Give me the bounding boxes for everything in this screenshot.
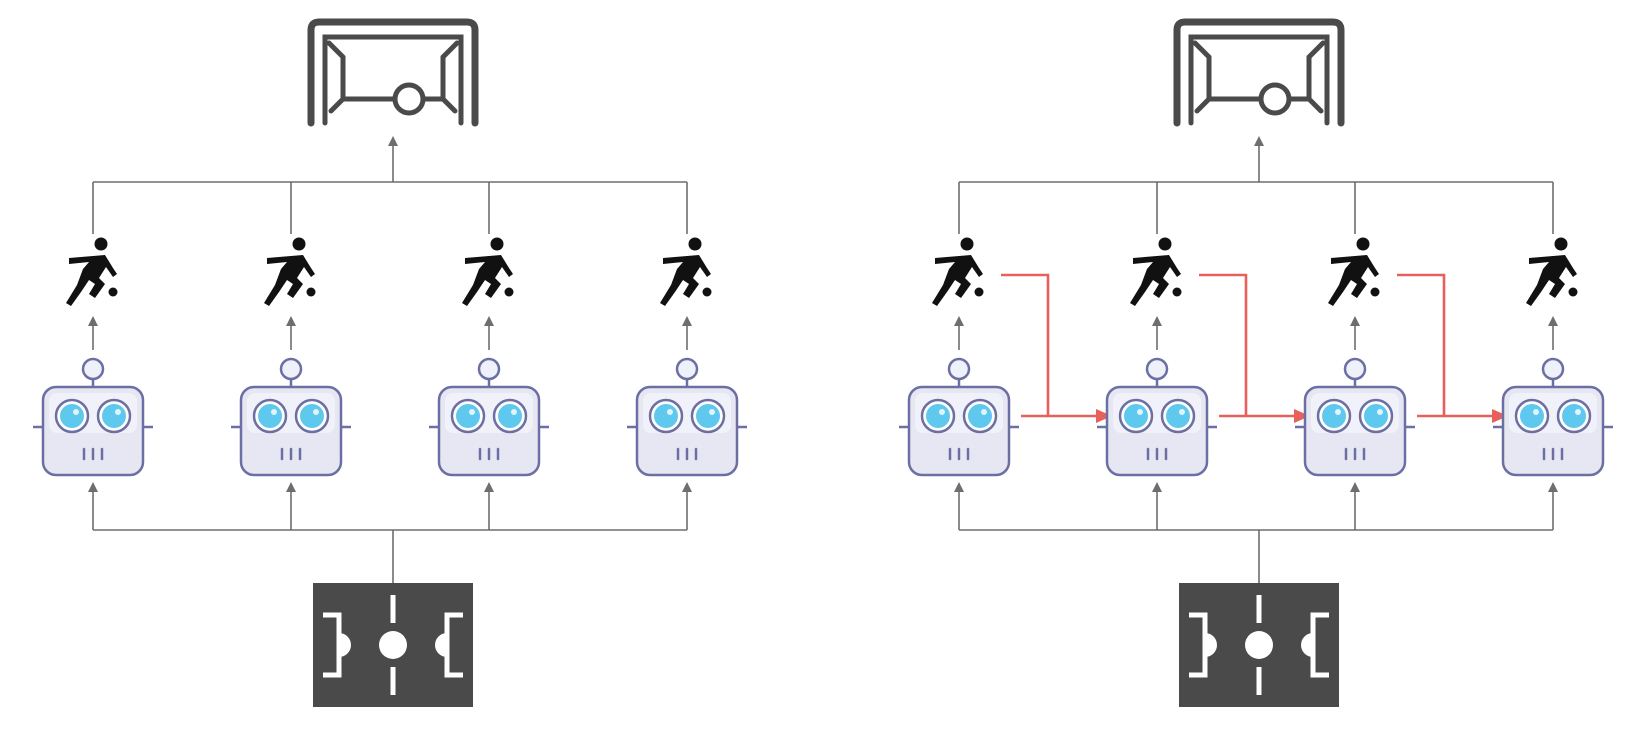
soccer-player-icon <box>1130 237 1182 306</box>
soccer-goal-icon <box>1173 18 1345 127</box>
robot-icon <box>1295 357 1415 477</box>
soccer-player-icon <box>660 237 712 306</box>
soccer-player-icon <box>1526 237 1578 306</box>
diagram-independent <box>33 18 747 707</box>
soccer-player-icon <box>462 237 514 306</box>
soccer-field-icon <box>1179 583 1339 707</box>
diagram-sequential <box>899 18 1613 707</box>
robot-icon <box>1493 357 1613 477</box>
soccer-player-icon <box>66 237 118 306</box>
soccer-field-icon <box>313 583 473 707</box>
sequential-link-arrow <box>1199 273 1310 423</box>
robot-icon <box>429 357 549 477</box>
soccer-goal-icon <box>307 18 479 127</box>
sequential-link-arrow <box>1001 273 1112 423</box>
robot-icon <box>33 357 153 477</box>
soccer-player-icon <box>264 237 316 306</box>
soccer-player-icon <box>932 237 984 306</box>
soccer-player-icon <box>1328 237 1380 306</box>
sequential-link-arrow <box>1397 273 1508 423</box>
robot-icon <box>899 357 1019 477</box>
robot-icon <box>627 357 747 477</box>
robot-icon <box>1097 357 1217 477</box>
robot-icon <box>231 357 351 477</box>
